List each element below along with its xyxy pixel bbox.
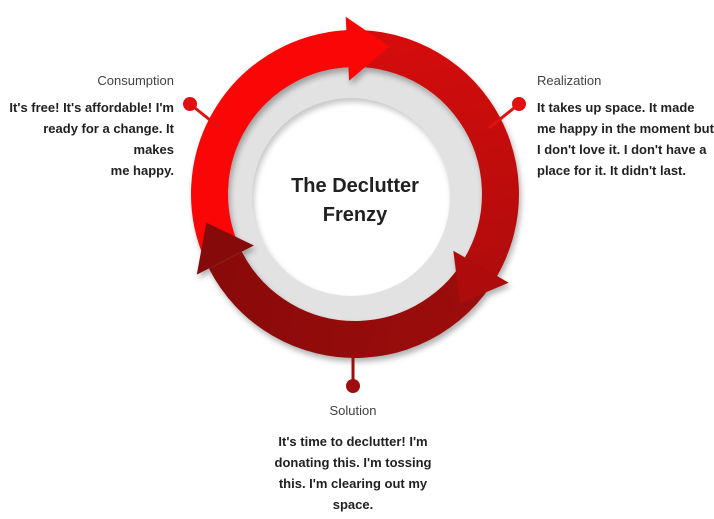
consumption-arc-bright-red (191, 30, 349, 259)
realization-arrowhead-icon (453, 250, 509, 304)
solution-arrowhead-icon (196, 222, 254, 275)
stage-label-consumption: Consumption (97, 73, 174, 88)
stage-label-solution: Solution (329, 403, 377, 418)
realization-leader-line (488, 106, 515, 130)
solution-dot (346, 379, 360, 393)
stage-description-consumption: It's free! It's affordable! I'm ready fo… (9, 100, 174, 178)
realization-dot (512, 97, 526, 111)
cycle-center-title: The Declutter Frenzy (291, 175, 419, 226)
inner-ring-layer (220, 66, 482, 328)
connector-layer (183, 97, 526, 393)
cycle-arrows-layer (191, 16, 519, 358)
consumption-leader-line (194, 106, 221, 130)
stage-description-solution: It's time to declutter! I'm donating thi… (274, 434, 432, 512)
stage-description-realization: It takes up space. It made me happy in t… (537, 100, 714, 178)
stage-label-realization: Realization (537, 73, 602, 88)
inner-gray-ring (220, 66, 482, 328)
consumption-arrowhead-icon (345, 16, 390, 81)
consumption-dot (183, 97, 197, 111)
